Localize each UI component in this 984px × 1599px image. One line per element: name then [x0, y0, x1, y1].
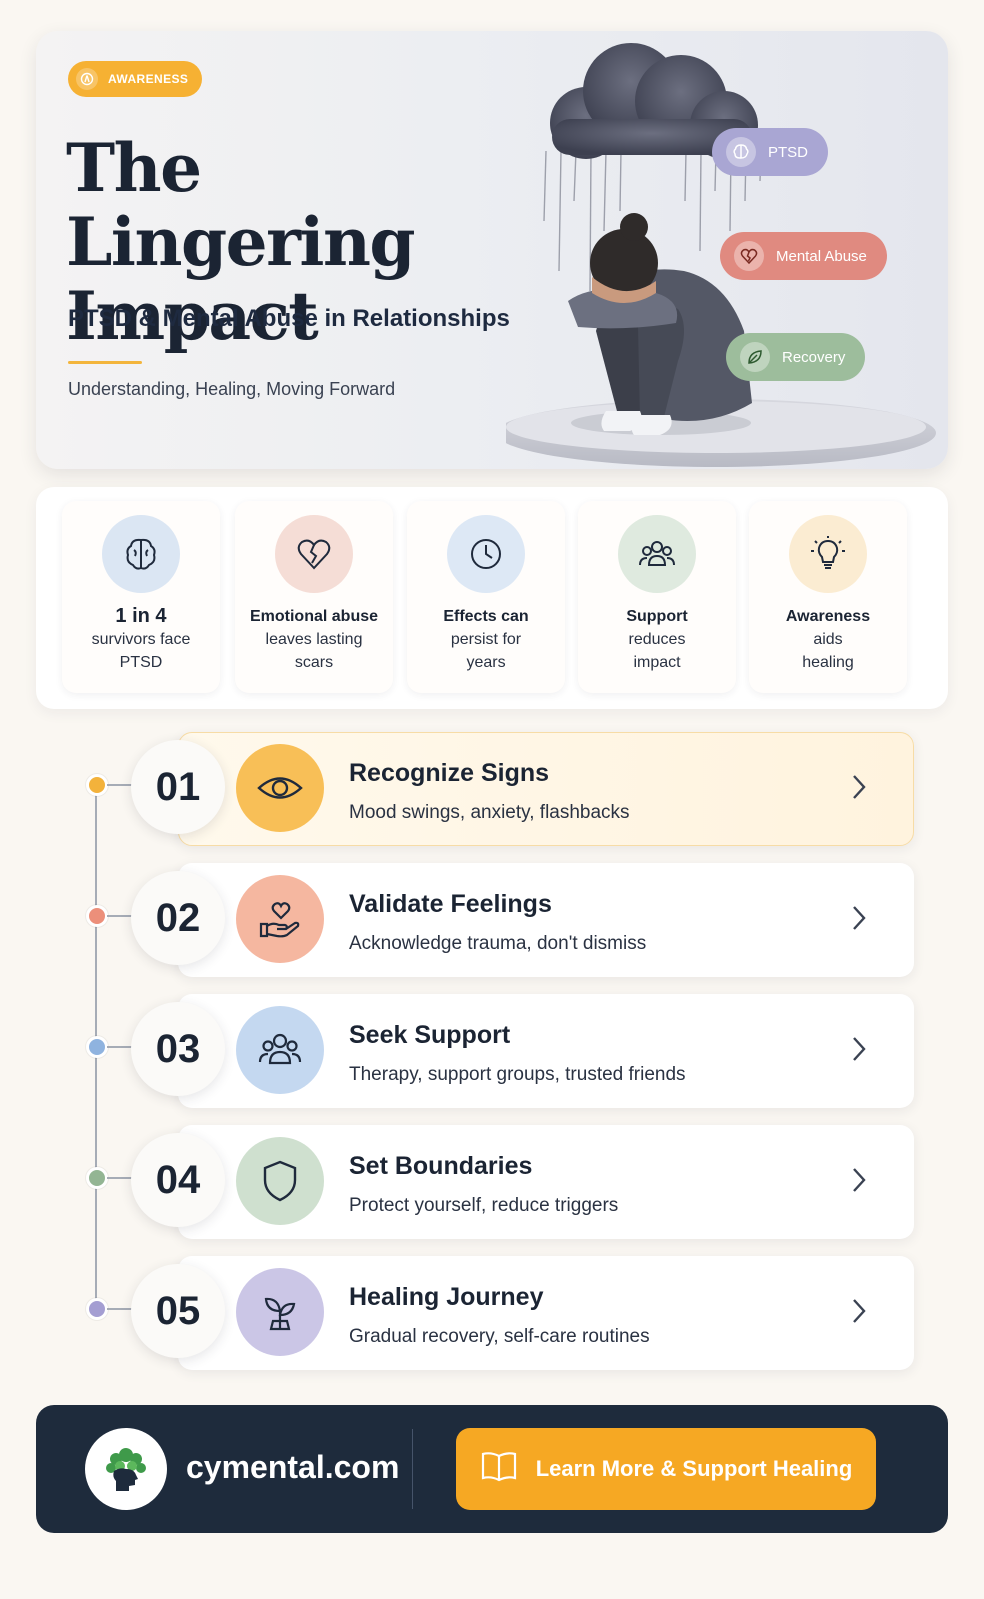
learn-more-button[interactable]: Learn More & Support Healing	[456, 1428, 876, 1510]
broken-heart-icon	[275, 515, 353, 593]
step-seek-support[interactable]: 03 Seek Support Therapy, support groups,…	[0, 992, 984, 1110]
stat-card: 1 in 4 survivors face PTSD	[62, 501, 220, 693]
step-description: Acknowledge trauma, don't dismiss	[349, 933, 647, 954]
awareness-badge: AWARENESS	[68, 61, 203, 97]
step-number: 05	[131, 1264, 225, 1358]
tagline: Understanding, Healing, Moving Forward	[68, 379, 396, 399]
page-subtitle: PTSD & Mental Abuse in Relationships	[68, 305, 510, 332]
chevron-right-icon[interactable]	[846, 903, 872, 933]
tag-label: PTSD	[768, 143, 809, 161]
lightbulb-icon	[789, 515, 867, 593]
sad-person-illustration	[506, 43, 936, 467]
chevron-right-icon[interactable]	[846, 1165, 872, 1195]
leaf-icon	[740, 342, 770, 372]
step-number: 02	[131, 871, 225, 965]
group-icon	[236, 1006, 324, 1094]
shield-icon	[236, 1137, 324, 1225]
stat-line-3: healing	[802, 654, 854, 671]
timeline-tick	[107, 1308, 133, 1310]
chevron-right-icon[interactable]	[846, 1296, 872, 1326]
timeline-tick	[107, 915, 133, 917]
tag-ptsd[interactable]: PTSD	[712, 128, 829, 176]
stat-line-1: Support	[626, 608, 688, 625]
step-title: Validate Feelings	[349, 890, 552, 918]
step-title: Recognize Signs	[349, 759, 550, 787]
step-title: Healing Journey	[349, 1283, 544, 1311]
timeline-tick	[107, 1177, 133, 1179]
tag-recovery[interactable]: Recovery	[726, 333, 866, 381]
cta-label: Learn More & Support Healing	[535, 1456, 853, 1481]
stat-line-3: scars	[294, 654, 334, 671]
tag-label: Mental Abuse	[776, 247, 867, 265]
stat-line-2: aids	[813, 631, 843, 648]
stat-card: Support reduces impact	[578, 501, 736, 693]
timeline-dot	[86, 1167, 108, 1189]
heart-icon	[734, 241, 764, 271]
stat-line-1: Emotional abuse	[249, 608, 379, 625]
heart-hand-icon	[236, 875, 324, 963]
tree-head-logo[interactable]	[85, 1428, 167, 1510]
page-title: The Lingering Impact	[66, 129, 416, 355]
step-description: Therapy, support groups, trusted friends	[349, 1064, 686, 1085]
sprout-icon	[236, 1268, 324, 1356]
book-icon	[480, 1450, 518, 1488]
stat-line-3: impact	[633, 654, 681, 671]
step-title: Set Boundaries	[349, 1152, 533, 1180]
step-description: Gradual recovery, self-care routines	[349, 1326, 650, 1347]
stat-card: Awareness aids healing	[749, 501, 907, 693]
people-icon	[618, 515, 696, 593]
timeline-dot	[86, 1036, 108, 1058]
timeline-dot	[86, 905, 108, 927]
stat-line-2: reduces	[628, 631, 686, 648]
chevron-right-icon[interactable]	[846, 1034, 872, 1064]
stat-line-1: 1 in 4	[115, 605, 167, 627]
footer-bar: cymental.com Learn More & Support Healin…	[36, 1405, 948, 1533]
brain-icon	[726, 137, 756, 167]
timeline-tick	[107, 784, 133, 786]
tag-label: Recovery	[782, 348, 846, 366]
ribbon-icon	[76, 68, 98, 90]
step-set-boundaries[interactable]: 04 Set Boundaries Protect yourself, redu…	[0, 1123, 984, 1241]
step-healing-journey[interactable]: 05 Healing Journey Gradual recovery, sel…	[0, 1254, 984, 1372]
step-recognize-signs[interactable]: 01 Recognize Signs Mood swings, anxiety,…	[0, 730, 984, 848]
stat-line-3: PTSD	[119, 654, 163, 671]
stat-card: Emotional abuse leaves lasting scars	[235, 501, 393, 693]
site-link[interactable]: cymental.com	[186, 1449, 400, 1485]
tag-mental-abuse[interactable]: Mental Abuse	[720, 232, 887, 280]
step-number: 04	[131, 1133, 225, 1227]
chevron-right-icon[interactable]	[846, 772, 872, 802]
stat-card: Effects can persist for years	[407, 501, 565, 693]
stat-line-2: leaves lasting	[265, 631, 363, 648]
stat-line-1: Awareness	[785, 608, 871, 625]
badge-label: AWARENESS	[108, 72, 189, 86]
step-number: 03	[131, 1002, 225, 1096]
step-number: 01	[131, 740, 225, 834]
divider	[68, 361, 142, 364]
step-validate-feelings[interactable]: 02 Validate Feelings Acknowledge trauma,…	[0, 861, 984, 979]
stat-line-2: persist for	[450, 631, 522, 648]
clock-icon	[447, 515, 525, 593]
step-description: Protect yourself, reduce triggers	[349, 1195, 619, 1216]
step-title: Seek Support	[349, 1021, 511, 1049]
timeline-dot	[86, 774, 108, 796]
stats-panel: 1 in 4 survivors face PTSD Emotional abu…	[36, 487, 948, 709]
timeline-tick	[107, 1046, 133, 1048]
stat-line-2: survivors face	[91, 631, 191, 648]
eye-icon	[236, 744, 324, 832]
stat-line-3: years	[466, 654, 506, 671]
timeline-dot	[86, 1298, 108, 1320]
brain-icon	[102, 515, 180, 593]
footer-divider	[412, 1429, 413, 1509]
step-description: Mood swings, anxiety, flashbacks	[349, 802, 630, 823]
stat-line-1: Effects can	[443, 608, 529, 625]
